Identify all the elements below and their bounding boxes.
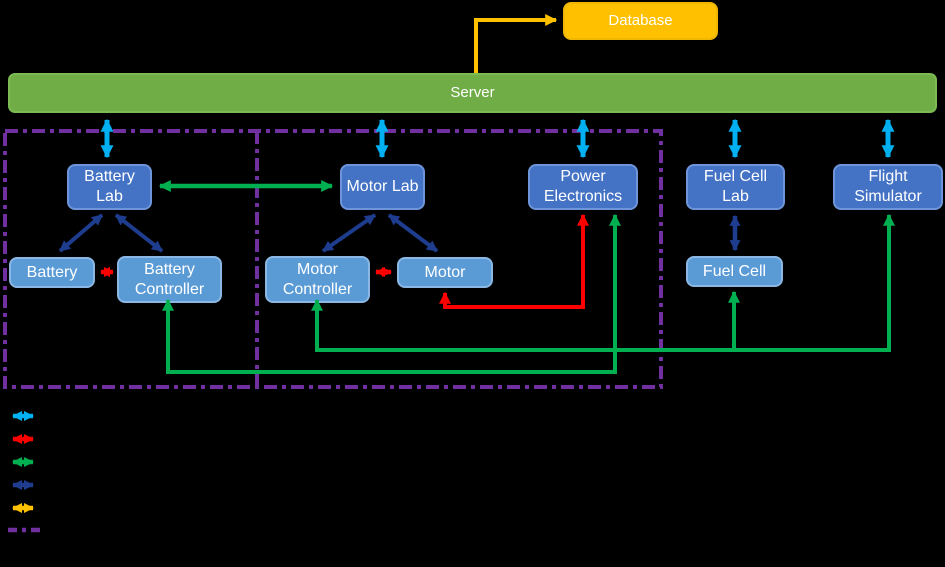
node-battery-controller: Battery Controller: [117, 256, 222, 303]
node-motor-controller-label: Motor Controller: [282, 260, 353, 298]
node-battery: Battery: [9, 257, 95, 288]
node-server-label: Server: [450, 84, 495, 101]
edge-motor-lab-motor: [387, 213, 439, 253]
node-battery-lab: Battery Lab: [67, 164, 152, 210]
node-fuel-cell-lab-label: Fuel Cell Lab: [703, 168, 768, 205]
node-motor-label: Motor: [424, 263, 466, 281]
node-server: Server: [8, 73, 937, 113]
node-battery-controller-label: Battery Controller: [134, 260, 205, 298]
node-motor-lab: Motor Lab: [340, 164, 425, 210]
edge-battery-lab-battery-controller: [114, 213, 164, 253]
node-flight-simulator-label: Flight Simulator: [854, 168, 922, 205]
edge-motor-lab-motor-controller: [321, 213, 377, 253]
node-fuel-cell-label: Fuel Cell: [702, 262, 767, 280]
node-battery-label: Battery: [26, 263, 78, 281]
edge-battery-lab-battery: [58, 213, 104, 253]
node-fuel-cell: Fuel Cell: [686, 256, 783, 287]
node-power-electronics: Power Electronics: [528, 164, 638, 210]
node-flight-simulator: Flight Simulator: [833, 164, 943, 210]
legend: [8, 411, 40, 533]
node-battery-lab-label: Battery Lab: [84, 168, 135, 205]
node-motor-controller: Motor Controller: [265, 256, 370, 303]
node-database: Database: [563, 2, 718, 40]
node-database-label: Database: [608, 12, 673, 29]
node-power-electronics-label: Power Electronics: [543, 168, 623, 205]
edge-server-database: [474, 14, 558, 73]
node-fuel-cell-lab: Fuel Cell Lab: [686, 164, 785, 210]
node-motor-lab-label: Motor Lab: [346, 178, 419, 195]
edge-battery-controller-power-electronics: [162, 213, 621, 374]
node-motor: Motor: [397, 257, 493, 288]
